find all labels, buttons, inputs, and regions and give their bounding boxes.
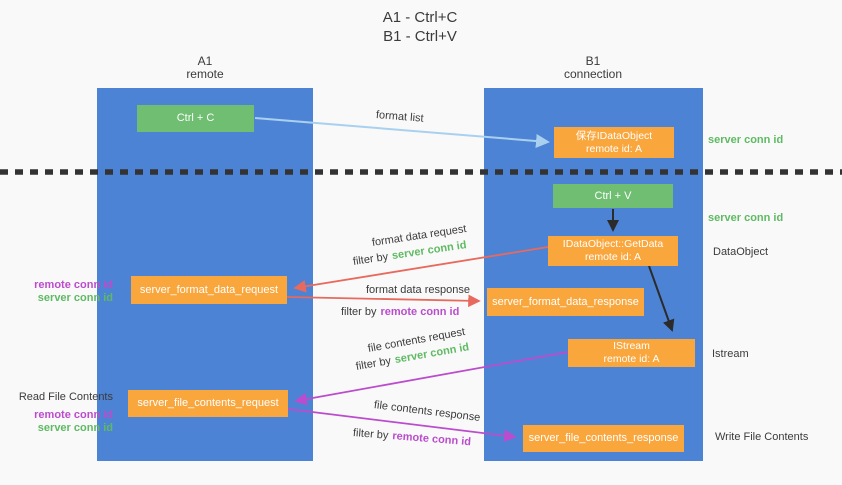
getdata-to-istream-arrow [648,265,675,332]
filter-by-prefix-4: filter by [352,427,389,442]
ctrl-c-node: Ctrl + C [137,105,254,132]
column-a1-title: A1 [197,54,213,68]
column-header-a1: A1 remote [145,55,265,81]
server-format-data-request-label: server_format_data_request [139,283,279,296]
write-file-contents-label: Write File Contents [715,431,809,443]
remote-conn-id-label-1: remote conn id [34,279,113,291]
filter-by-prefix-1: filter by [352,250,389,268]
filter-by-prefix-3: filter by [354,354,392,373]
diagram-title: A1 - Ctrl+C B1 - Ctrl+V [320,8,520,46]
format-data-request-arrow [293,246,549,293]
read-file-contents-label: Read File Contents [18,391,113,403]
server-conn-id-label-1: server conn id [37,292,113,304]
server-format-data-response-label: server_format_data_response [492,295,639,308]
dataobject-label: DataObject [713,246,769,258]
istream-node: IStream remote id: A [568,339,695,367]
istream-line1: IStream [613,340,650,352]
format-data-response-arrow [286,294,481,308]
server-format-data-response-node: server_format_data_response [487,288,644,316]
filter-key-2: remote conn id [380,306,460,318]
filter-by-prefix-2: filter by [341,306,377,318]
ctrl-c-label: Ctrl + C [176,112,215,124]
conn-id-pair-2: remote conn id server conn id [0,409,113,435]
format-list-arrow-label: format list [375,109,425,125]
column-b1-title: B1 [585,54,601,68]
server-file-contents-response-label: server_file_contents_response [528,432,679,444]
getdata-line2: remote id: A [584,251,642,263]
server-file-contents-request-node: server_file_contents_request [128,390,288,417]
server-conn-id-top-label: server conn id [708,134,784,146]
column-a1-subtitle: remote [186,67,224,81]
column-header-b1: B1 connection [533,55,653,81]
format-list-arrow [254,117,550,148]
server-conn-id-mid-label: server conn id [708,212,784,224]
istream-line2: remote id: A [603,353,660,365]
server-conn-id-label-2: server conn id [37,422,113,434]
server-file-contents-request-label: server_file_contents_request [137,397,279,409]
getdata-node: IDataObject::GetData remote id: A [548,236,678,266]
istream-side-label: Istream [712,348,749,360]
server-file-contents-response-node: server_file_contents_response [523,425,684,452]
save-dataobject-line1: 保存IDataObject [575,129,653,142]
format-data-response-arrow-label: format data response [366,284,470,296]
save-dataobject-node: 保存IDataObject remote id: A [554,127,674,158]
filter-key-4: remote conn id [391,430,472,449]
remote-conn-id-label-2: remote conn id [34,409,113,421]
ctrl-v-label: Ctrl + V [594,189,632,202]
file-contents-request-arrow [294,351,569,406]
file-contents-response-arrow [287,408,517,442]
ctrl-v-node: Ctrl + V [553,184,673,208]
conn-id-pair-1: remote conn id server conn id [0,279,113,305]
server-format-data-request-node: server_format_data_request [131,276,287,304]
title-line-2: B1 - Ctrl+V [383,28,457,45]
getdata-line1: IDataObject::GetData [562,238,664,250]
save-dataobject-line2: remote id: A [585,142,643,155]
title-line-1: A1 - Ctrl+C [382,9,458,26]
file-contents-response-arrow-label: file contents response [373,399,481,424]
column-b1-subtitle: connection [563,67,623,81]
